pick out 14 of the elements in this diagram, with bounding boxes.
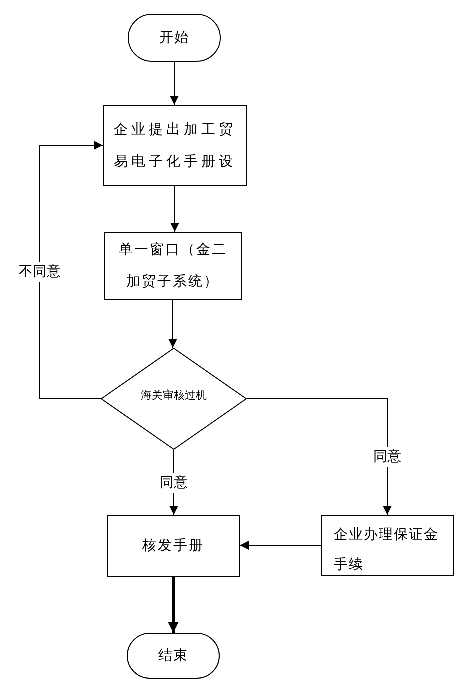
process-box: 企业办理保证金手续: [321, 515, 454, 576]
process-box: 单一窗口（金二加贸子系统）: [104, 232, 242, 300]
arrow: [40, 141, 104, 400]
decision-diamond: 海关审核过机: [101, 348, 247, 450]
arrow: [168, 300, 178, 348]
process-box: 核发手册: [107, 515, 240, 577]
arrow: [170, 186, 180, 232]
terminal-capsule: 结束: [127, 633, 220, 679]
process-box: 企业提出加工贸易电子化手册设: [103, 105, 247, 186]
arrow: [170, 62, 179, 106]
arrow: [246, 398, 392, 516]
arrow: [240, 541, 322, 550]
terminal-capsule: 开始: [128, 14, 221, 62]
arrow: [168, 577, 179, 633]
